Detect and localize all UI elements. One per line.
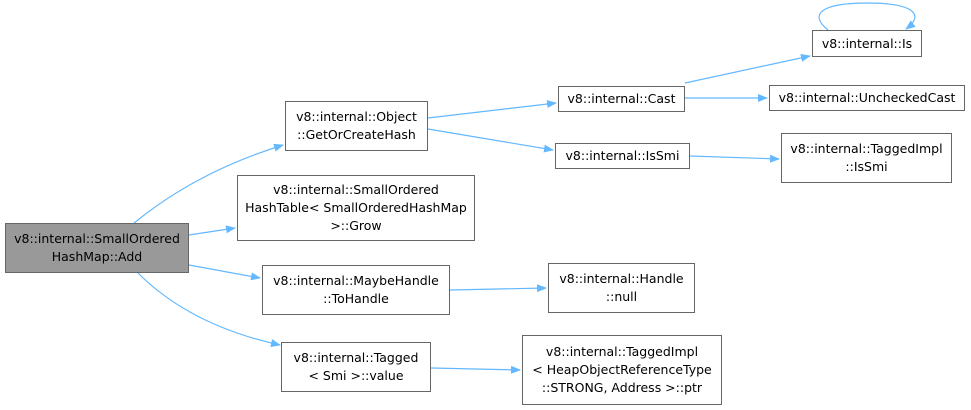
node-label-line: v8::internal::Is — [821, 35, 913, 51]
edge-add-to-grow — [188, 225, 236, 236]
node-label-line: >::Grow — [330, 218, 382, 233]
node-internal-is[interactable]: v8::internal::Is — [812, 30, 922, 57]
node-label-line: HashTable< SmallOrderedHashMap — [245, 200, 467, 215]
edge-taggedvalue-to-taggedimpl_ptr — [430, 365, 521, 374]
node-label-line: v8::internal::SmallOrdered — [273, 182, 439, 197]
node-internal-uncheckedcast[interactable]: v8::internal::UncheckedCast — [769, 85, 965, 111]
node-label-line: ::STRONG, Address >::ptr — [541, 380, 703, 395]
node-label-line: < HeapObjectReferenceType — [532, 362, 712, 377]
node-label-line: < Smi >::value — [308, 368, 404, 383]
node-label-line: ::GetOrCreateHash — [297, 127, 416, 142]
node-internal-cast[interactable]: v8::internal::Cast — [558, 86, 685, 112]
edge-add-to-tohandle — [188, 264, 261, 281]
node-label-line: v8::internal::TaggedImpl — [545, 344, 699, 359]
node-smallorderedhashmap-add[interactable]: v8::internal::SmallOrdered HashMap::Add — [5, 223, 189, 273]
node-label-line: v8::internal::UncheckedCast — [778, 90, 956, 105]
node-label-line: v8::internal::Handle — [559, 271, 684, 286]
node-label-line: ::ToHandle — [323, 291, 389, 306]
node-internal-issmi[interactable]: v8::internal::IsSmi — [555, 143, 690, 169]
node-smallorderedhashtable-grow[interactable]: v8::internal::SmallOrdered HashTable< Sm… — [237, 175, 475, 241]
edge-getorcreatehash-to-cast — [427, 100, 557, 119]
node-label-line: HashMap::Add — [51, 249, 143, 264]
node-maybehandle-tohandle[interactable]: v8::internal::MaybeHandle ::ToHandle — [262, 265, 450, 315]
node-taggedimpl-ptr[interactable]: v8::internal::TaggedImpl < HeapObjectRef… — [522, 335, 722, 405]
node-label-line: v8::internal::Tagged — [293, 350, 419, 365]
edge-add-to-getorcreatehash — [133, 143, 284, 224]
edge-tohandle-to-handle_null — [449, 284, 547, 293]
edge-issmi-to-taggedimpl_issmi — [689, 154, 780, 163]
node-object-getorcreatehash[interactable]: v8::internal::Object ::GetOrCreateHash — [285, 101, 428, 151]
node-label-line: ::null — [605, 289, 638, 304]
node-label-line: v8::internal::SmallOrdered — [14, 231, 180, 246]
edge-add-to-taggedvalue — [137, 272, 281, 347]
node-handle-null[interactable]: v8::internal::Handle ::null — [548, 263, 695, 313]
node-taggedimpl-issmi[interactable]: v8::internal::TaggedImpl ::IsSmi — [781, 133, 952, 183]
node-label-line: v8::internal::IsSmi — [565, 148, 680, 163]
node-label-line: v8::internal::Cast — [567, 91, 676, 106]
node-label-line: v8::internal::MaybeHandle — [273, 273, 439, 288]
node-label-line: v8::internal::Object — [296, 109, 417, 124]
edge-getorcreatehash-to-issmi — [427, 128, 554, 153]
edge-is-to-is — [818, 2, 916, 31]
node-tagged-smi-value[interactable]: v8::internal::Tagged < Smi >::value — [281, 342, 431, 392]
edge-cast-to-is — [684, 53, 811, 84]
node-label-line: v8::internal::TaggedImpl — [790, 141, 943, 156]
node-label-line: ::IsSmi — [845, 159, 888, 174]
